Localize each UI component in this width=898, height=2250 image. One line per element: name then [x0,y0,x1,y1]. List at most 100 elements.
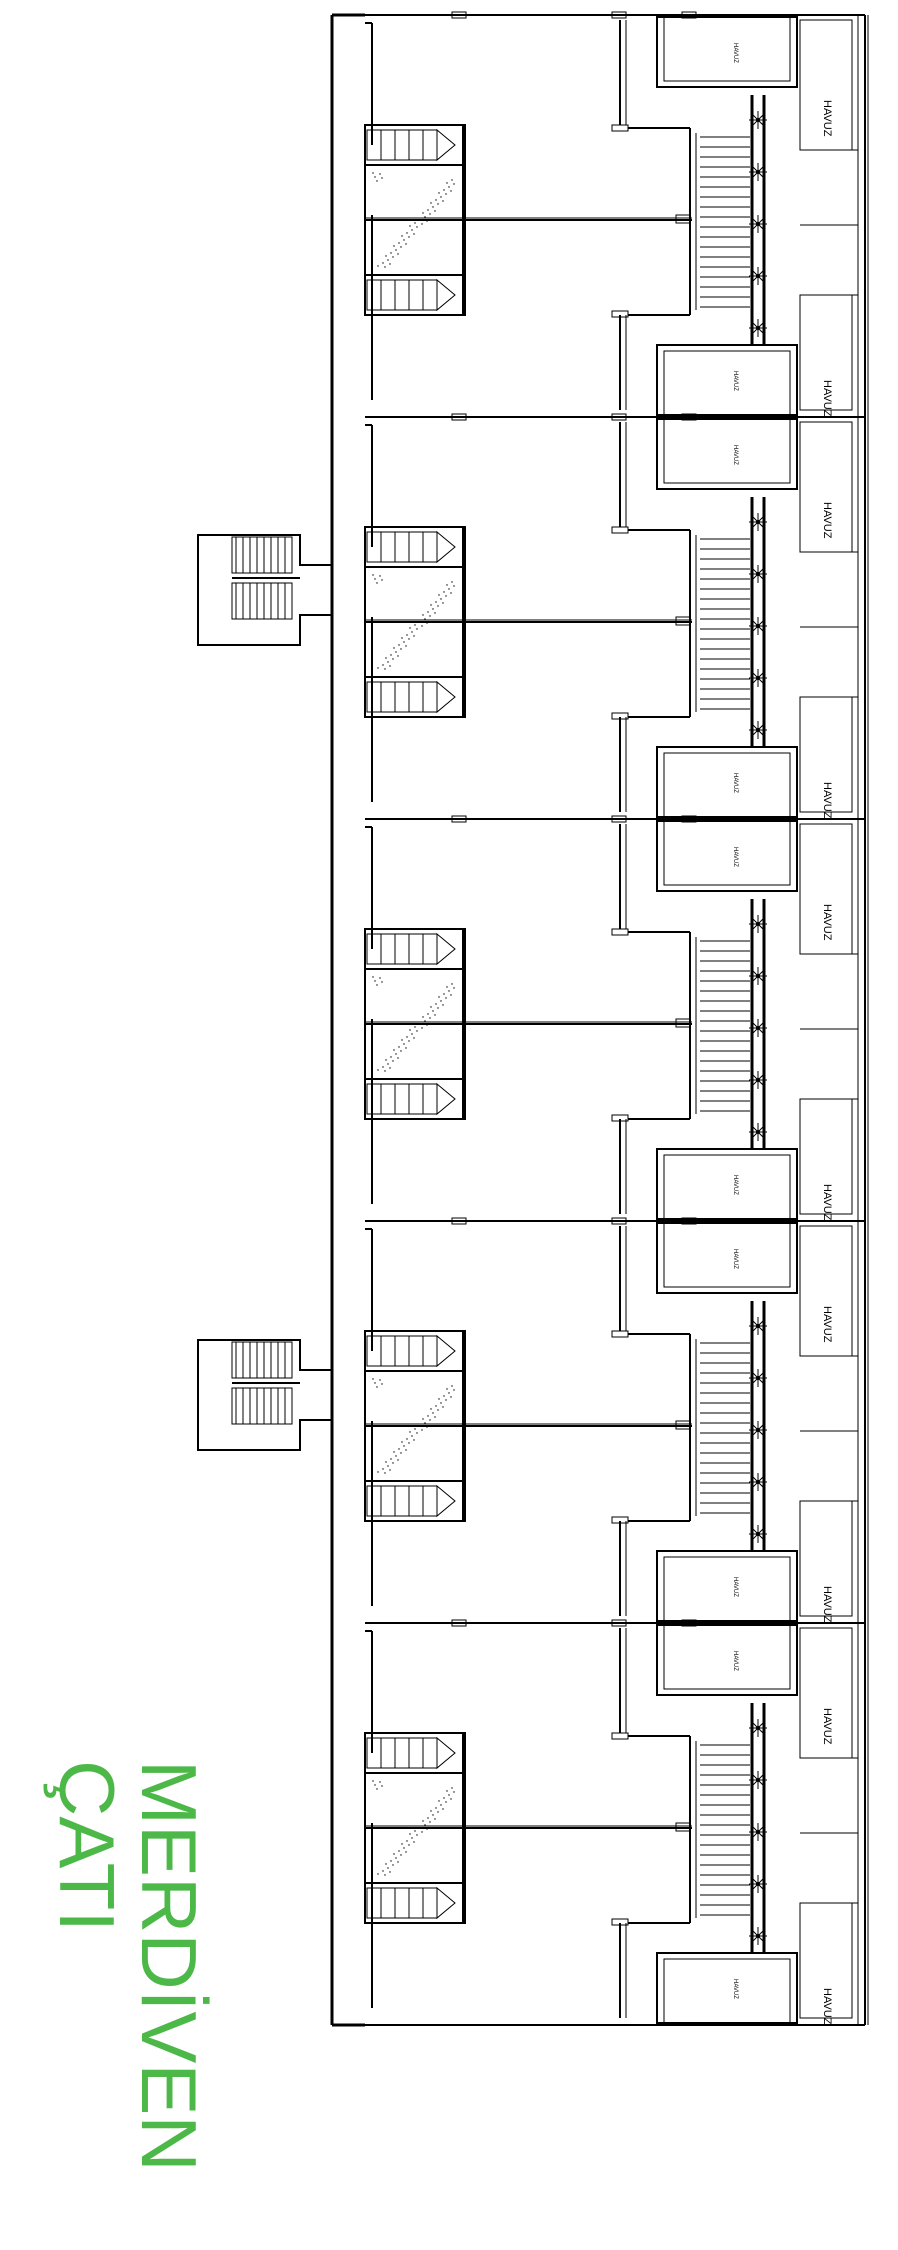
title-merdiven: MERDİVEN [125,1760,213,2172]
gravel-dot [379,1379,381,1381]
gravel-dot [434,210,436,212]
gravel-dot [443,1395,445,1397]
gravel-dot [387,661,389,663]
stall [422,1737,438,1769]
corridor-post [611,1732,629,1740]
pool-label: HAVUZ [821,1306,833,1343]
gravel-dot [450,592,452,594]
plant-center [756,676,760,680]
gravel-dot [372,976,374,978]
stair-enclosure [197,534,332,646]
gravel-dot [442,200,444,202]
stall [380,531,396,563]
gravel-dot [401,1843,403,1845]
gravel-dot [438,594,440,596]
gravel-dot [429,615,431,617]
gravel-dot [413,233,415,235]
gravel-dot [429,1419,431,1421]
gravel-dot [405,1449,407,1451]
gravel-dot [411,1435,413,1437]
plant-center [756,1376,760,1380]
separator-post [611,1619,627,1627]
gravel-dot [389,1871,391,1873]
gravel-dot [374,1784,376,1786]
stall [366,1083,382,1115]
gravel-dot [414,1428,416,1430]
gravel-dot [438,1398,440,1400]
stall [394,1485,410,1517]
gravel-dot [381,981,383,983]
gravel-dot [377,1471,379,1473]
plant-center [756,572,760,576]
plant-center [756,1532,760,1536]
gravel-dot [426,1426,428,1428]
gravel-dot [419,621,421,623]
gravel-dot [426,1024,428,1026]
gravel-dot [406,1438,408,1440]
gravel-dot [400,648,402,650]
gravel-dot [377,1873,379,1875]
gravel-dot [381,579,383,581]
stall [394,1737,410,1769]
gravel-dot [422,1016,424,1018]
plant-icon [749,1771,767,1789]
drawing-title: MERDİVEN ÇATI [43,1760,213,2172]
title-cati: ÇATI [43,1760,131,1932]
gravel-dot [430,604,432,606]
plant-icon [749,215,767,233]
gravel-dot [397,253,399,255]
gravel-dot [442,1004,444,1006]
plant-icon [749,111,767,129]
plant-center [756,1130,760,1134]
gravel-dot [411,1837,413,1839]
stall-door-swing [436,1484,456,1518]
gravel-dot [453,987,455,989]
stair-tower-2 [197,1339,332,1451]
stall [422,1485,438,1517]
separator-post [451,815,467,823]
small-pool [656,1624,798,1696]
stall [380,1335,396,1367]
gravel-dot [427,1817,429,1819]
stall [366,1335,382,1367]
gravel-dot [389,1469,391,1471]
gravel-dot [448,186,450,188]
gravel-dot [377,1069,379,1071]
gravel-dot [401,1441,403,1443]
stall-door-swing [436,1334,456,1368]
gravel-dot [372,1378,374,1380]
gravel-dot [379,977,381,979]
gravel-dot [389,665,391,667]
stall [408,1887,424,1919]
stall [394,1083,410,1115]
gravel-dot [419,1023,421,1025]
small-pool-inner [663,1154,791,1220]
gravel-dot [408,1442,410,1444]
small-pool-label: HAVUZ [732,1577,738,1597]
gravel-dot [398,1046,400,1048]
gravel-dot [395,1455,397,1457]
small-pool-label: HAVUZ [732,1651,738,1671]
stall-door-swing [436,128,456,162]
gravel-dot [445,1399,447,1401]
small-pool-inner [663,418,791,484]
gravel-dot [445,595,447,597]
stall [422,1887,438,1919]
small-pool-inner [663,1958,791,2024]
gravel-dot [414,222,416,224]
separator-post [451,1217,467,1225]
gravel-dot [406,1036,408,1038]
gravel-dot [416,1030,418,1032]
gravel-dot [438,1800,440,1802]
gravel-dot [422,1820,424,1822]
gravel-dot [389,263,391,265]
plant-center [756,222,760,226]
gravel-dot [409,1833,411,1835]
gravel-dot [411,631,413,633]
gravel-dot [376,180,378,182]
gravel-dot [397,1057,399,1059]
gravel-dot [397,1861,399,1863]
gravel-dot [430,202,432,204]
gravel-dot [421,1027,423,1029]
